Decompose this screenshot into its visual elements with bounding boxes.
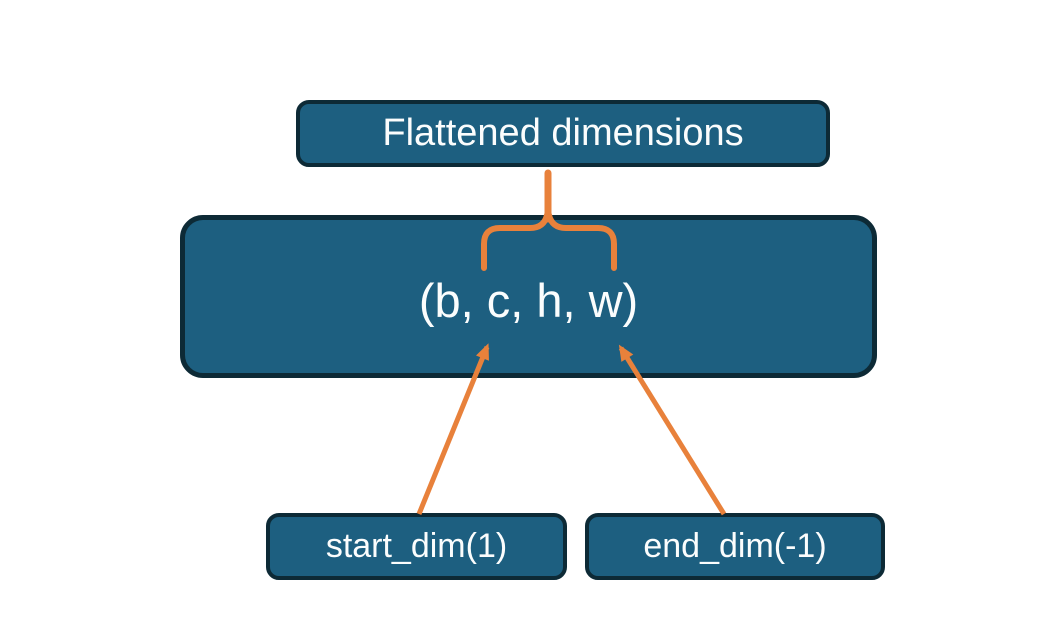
tensor-shape-box: (b, c, h, w) <box>180 215 877 378</box>
end-dim-box: end_dim(-1) <box>585 513 885 580</box>
tensor-shape-label: (b, c, h, w) <box>418 274 639 327</box>
flattened-dimensions-label: Flattened dimensions <box>382 112 744 154</box>
end-dim-label: end_dim(-1) <box>643 527 827 565</box>
flattened-dimensions-box: Flattened dimensions <box>296 100 830 167</box>
start-dim-box: start_dim(1) <box>266 513 567 580</box>
start-dim-label: start_dim(1) <box>325 527 508 565</box>
